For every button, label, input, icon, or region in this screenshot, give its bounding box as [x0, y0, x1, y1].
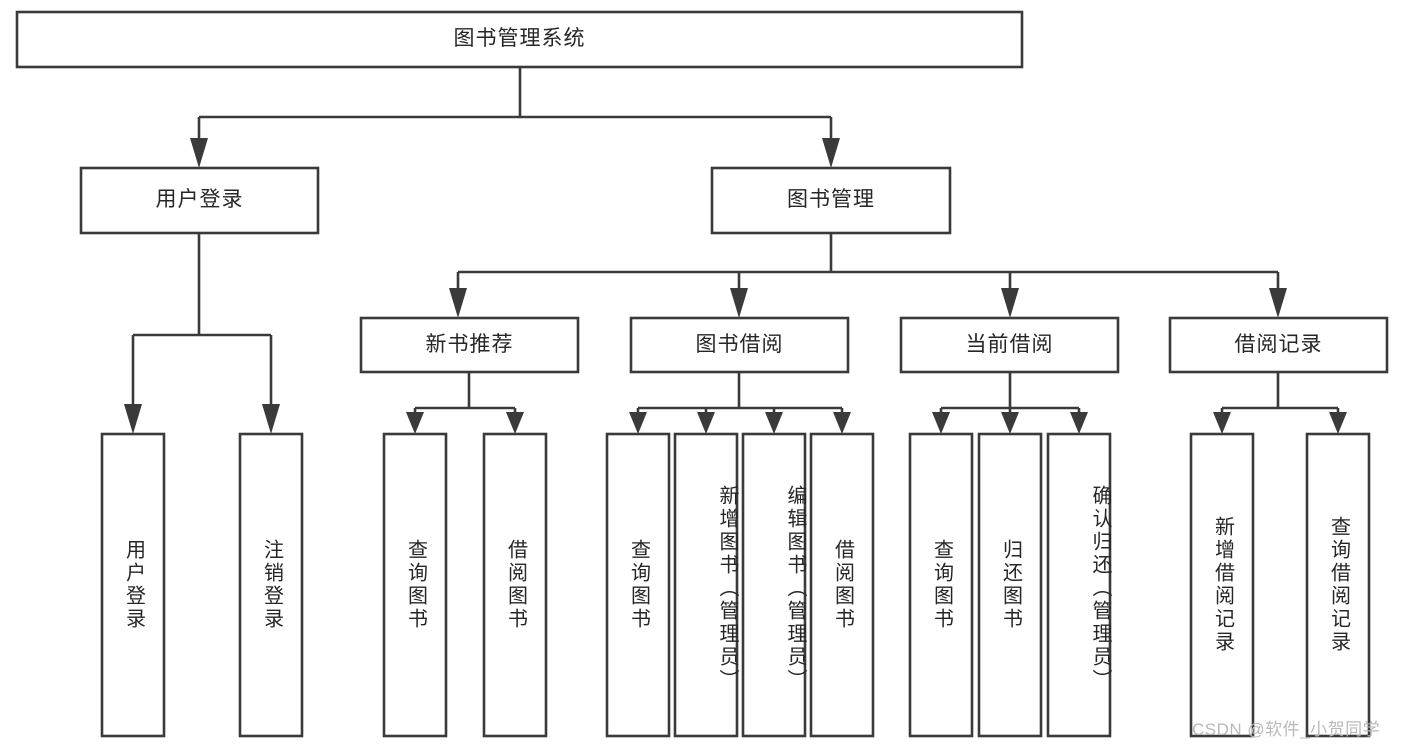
node-box-borrow-record[interactable]: [1168, 316, 1389, 374]
node-box-leaf-add-record[interactable]: [1189, 432, 1255, 738]
node-box-root[interactable]: [15, 10, 1024, 69]
node-box-leaf-user-login[interactable]: [100, 432, 166, 738]
connector-root-to-level2: [190, 66, 840, 168]
arrow-head-leaf-borrow-book-1: [506, 412, 524, 434]
arrow-head-leaf-query-book-1: [406, 412, 424, 434]
node-box-leaf-borrow-book-2[interactable]: [809, 432, 875, 738]
node-box-new-book-recommend[interactable]: [359, 316, 580, 374]
node-box-leaf-logout-login[interactable]: [238, 432, 304, 738]
node-box-leaf-confirm-return[interactable]: [1046, 432, 1112, 738]
connector-book-manage-to-level3: [449, 233, 1287, 318]
arrow-head-leaf-edit-book: [765, 412, 783, 434]
node-box-user-login[interactable]: [79, 166, 320, 235]
arrow-head-user-login: [190, 138, 208, 168]
connector-current-borrow-to-leaves: [932, 372, 1088, 434]
node-box-leaf-edit-book[interactable]: [741, 432, 807, 738]
node-box-current-borrow[interactable]: [899, 316, 1120, 374]
arrow-head-leaf-borrow-book-2: [833, 412, 851, 434]
csdn-watermark: CSDN @软件_小贺同学: [1192, 720, 1381, 739]
node-box-book-manage[interactable]: [710, 166, 952, 235]
node-box-book-borrow[interactable]: [629, 316, 850, 374]
node-box-leaf-query-book-3[interactable]: [908, 432, 974, 738]
arrow-head-leaf-add-book: [697, 412, 715, 434]
arrow-head-leaf-return-book: [1001, 412, 1019, 434]
node-box-leaf-add-book[interactable]: [673, 432, 739, 738]
node-box-leaf-return-book[interactable]: [977, 432, 1043, 738]
arrow-head-current-borrow: [1001, 288, 1019, 318]
arrow-head-leaf-query-book-2: [629, 412, 647, 434]
arrow-head-leaf-logout: [262, 404, 280, 434]
node-box-leaf-query-record[interactable]: [1305, 432, 1371, 738]
arrow-head-leaf-query-record: [1329, 412, 1347, 434]
arrow-head-new-book-recommend: [449, 288, 467, 318]
arrow-head-borrow-record: [1269, 288, 1287, 318]
connector-new-book-to-leaves: [406, 372, 524, 434]
arrow-head-leaf-user-login: [124, 404, 142, 434]
arrow-head-leaf-query-book-3: [932, 412, 950, 434]
arrow-head-book-manage: [822, 138, 840, 168]
arrow-head-book-borrow: [730, 288, 748, 318]
connector-book-borrow-to-leaves: [629, 372, 851, 434]
node-box-leaf-query-book-1[interactable]: [382, 432, 448, 738]
arrow-head-leaf-confirm-return: [1070, 412, 1088, 434]
node-box-leaf-borrow-book-1[interactable]: [482, 432, 548, 738]
node-box-leaf-query-book-2[interactable]: [605, 432, 671, 738]
arrow-head-leaf-add-record: [1213, 412, 1231, 434]
connector-borrow-record-to-leaves: [1213, 372, 1347, 434]
connector-user-login-to-leaves: [124, 233, 280, 434]
